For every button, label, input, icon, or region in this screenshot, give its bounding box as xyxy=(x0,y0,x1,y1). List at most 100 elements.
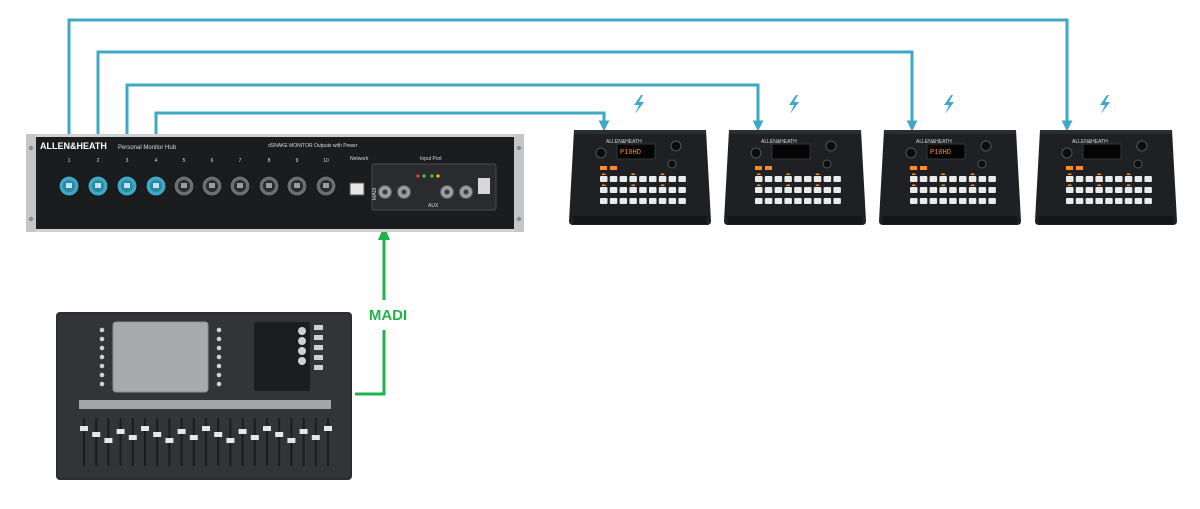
mixer-key[interactable] xyxy=(1095,187,1103,193)
mixer-key[interactable] xyxy=(929,187,938,193)
mixer-key[interactable] xyxy=(1075,176,1084,182)
mixer-key[interactable] xyxy=(1095,198,1103,204)
fader-cap[interactable] xyxy=(226,438,235,443)
console-button[interactable] xyxy=(99,336,105,342)
console-button[interactable] xyxy=(216,336,222,342)
mixer-key[interactable] xyxy=(1066,198,1074,204)
mixer-key[interactable] xyxy=(649,198,657,204)
mixer-key[interactable] xyxy=(949,198,957,204)
mixer-key[interactable] xyxy=(939,198,947,204)
console-button[interactable] xyxy=(216,363,222,369)
mixer-key[interactable] xyxy=(910,176,918,182)
mixer-key[interactable] xyxy=(929,176,938,182)
console-button[interactable] xyxy=(216,345,222,351)
mixer-key[interactable] xyxy=(804,187,812,193)
fader-cap[interactable] xyxy=(299,429,308,434)
mixer-key[interactable] xyxy=(813,198,822,204)
fader-cap[interactable] xyxy=(214,432,223,437)
mixer-key[interactable] xyxy=(678,198,686,204)
console-button[interactable] xyxy=(99,345,105,351)
mixer-key[interactable] xyxy=(919,198,928,204)
fader-cap[interactable] xyxy=(202,426,210,431)
console-button[interactable] xyxy=(99,381,105,387)
mixer-key[interactable] xyxy=(629,187,637,193)
mixer-key[interactable] xyxy=(968,176,977,182)
mixer-key[interactable] xyxy=(910,187,918,193)
mixer-key[interactable] xyxy=(774,176,783,182)
fader-cap[interactable] xyxy=(238,429,247,434)
mixer-key[interactable] xyxy=(1115,176,1123,182)
mixer-key[interactable] xyxy=(755,176,763,182)
fader-cap[interactable] xyxy=(80,426,88,431)
fader-cap[interactable] xyxy=(263,426,271,431)
mixer-key[interactable] xyxy=(1105,176,1113,182)
mixer-key[interactable] xyxy=(919,176,928,182)
mixer-key[interactable] xyxy=(959,198,967,204)
mixer-key[interactable] xyxy=(813,187,822,193)
console-button[interactable] xyxy=(99,354,105,360)
fader-cap[interactable] xyxy=(153,432,162,437)
mixer-key[interactable] xyxy=(619,176,628,182)
mixer-key[interactable] xyxy=(1115,198,1123,204)
mixer-key[interactable] xyxy=(774,198,783,204)
console-button[interactable] xyxy=(314,335,323,340)
mixer-key[interactable] xyxy=(968,198,977,204)
rotary-encoder[interactable] xyxy=(822,159,832,169)
mixer-key[interactable] xyxy=(1066,187,1074,193)
console-button[interactable] xyxy=(216,327,222,333)
mixer-key[interactable] xyxy=(833,176,841,182)
console-button[interactable] xyxy=(298,327,306,335)
rotary-encoder[interactable] xyxy=(1133,159,1143,169)
mixer-key[interactable] xyxy=(988,198,996,204)
mixer-key[interactable] xyxy=(678,176,686,182)
mixer-key[interactable] xyxy=(1134,176,1143,182)
mixer-key[interactable] xyxy=(949,187,957,193)
gain-knob[interactable] xyxy=(595,147,607,159)
console-button[interactable] xyxy=(298,347,306,355)
mixer-key[interactable] xyxy=(968,187,977,193)
mixer-key[interactable] xyxy=(804,176,812,182)
mixer-key[interactable] xyxy=(804,198,812,204)
fader-cap[interactable] xyxy=(116,429,125,434)
mixer-key[interactable] xyxy=(639,198,647,204)
mixer-key[interactable] xyxy=(929,198,938,204)
mixer-key[interactable] xyxy=(1085,187,1094,193)
rotary-encoder[interactable] xyxy=(977,159,987,169)
mixer-key[interactable] xyxy=(1105,198,1113,204)
master-knob[interactable] xyxy=(825,140,837,152)
fader-cap[interactable] xyxy=(275,432,284,437)
gain-knob[interactable] xyxy=(905,147,917,159)
mixer-key[interactable] xyxy=(833,198,841,204)
console-button[interactable] xyxy=(314,355,323,360)
mixer-key[interactable] xyxy=(823,187,832,193)
mixer-key[interactable] xyxy=(639,187,647,193)
mixer-key[interactable] xyxy=(794,187,802,193)
mixer-key[interactable] xyxy=(978,198,987,204)
mixer-key[interactable] xyxy=(658,187,667,193)
console-button[interactable] xyxy=(216,372,222,378)
gain-knob[interactable] xyxy=(750,147,762,159)
fader-cap[interactable] xyxy=(250,435,259,440)
master-knob[interactable] xyxy=(670,140,682,152)
mixer-key[interactable] xyxy=(1115,187,1123,193)
fader-cap[interactable] xyxy=(128,435,137,440)
mixer-key[interactable] xyxy=(978,187,987,193)
mixer-key[interactable] xyxy=(658,176,667,182)
mixer-key[interactable] xyxy=(1124,187,1133,193)
mixer-key[interactable] xyxy=(619,198,628,204)
console-button[interactable] xyxy=(298,357,306,365)
mixer-key[interactable] xyxy=(939,187,947,193)
mixer-key[interactable] xyxy=(668,198,677,204)
rotary-encoder[interactable] xyxy=(667,159,677,169)
mixer-key[interactable] xyxy=(959,187,967,193)
mixer-key[interactable] xyxy=(1105,187,1113,193)
mixer-key[interactable] xyxy=(988,176,996,182)
mixer-key[interactable] xyxy=(1075,198,1084,204)
mixer-key[interactable] xyxy=(784,198,792,204)
mixer-key[interactable] xyxy=(609,198,618,204)
mixer-key[interactable] xyxy=(823,176,832,182)
mixer-key[interactable] xyxy=(784,187,792,193)
mixer-key[interactable] xyxy=(1134,187,1143,193)
mixer-key[interactable] xyxy=(678,187,686,193)
console-button[interactable] xyxy=(298,337,306,345)
